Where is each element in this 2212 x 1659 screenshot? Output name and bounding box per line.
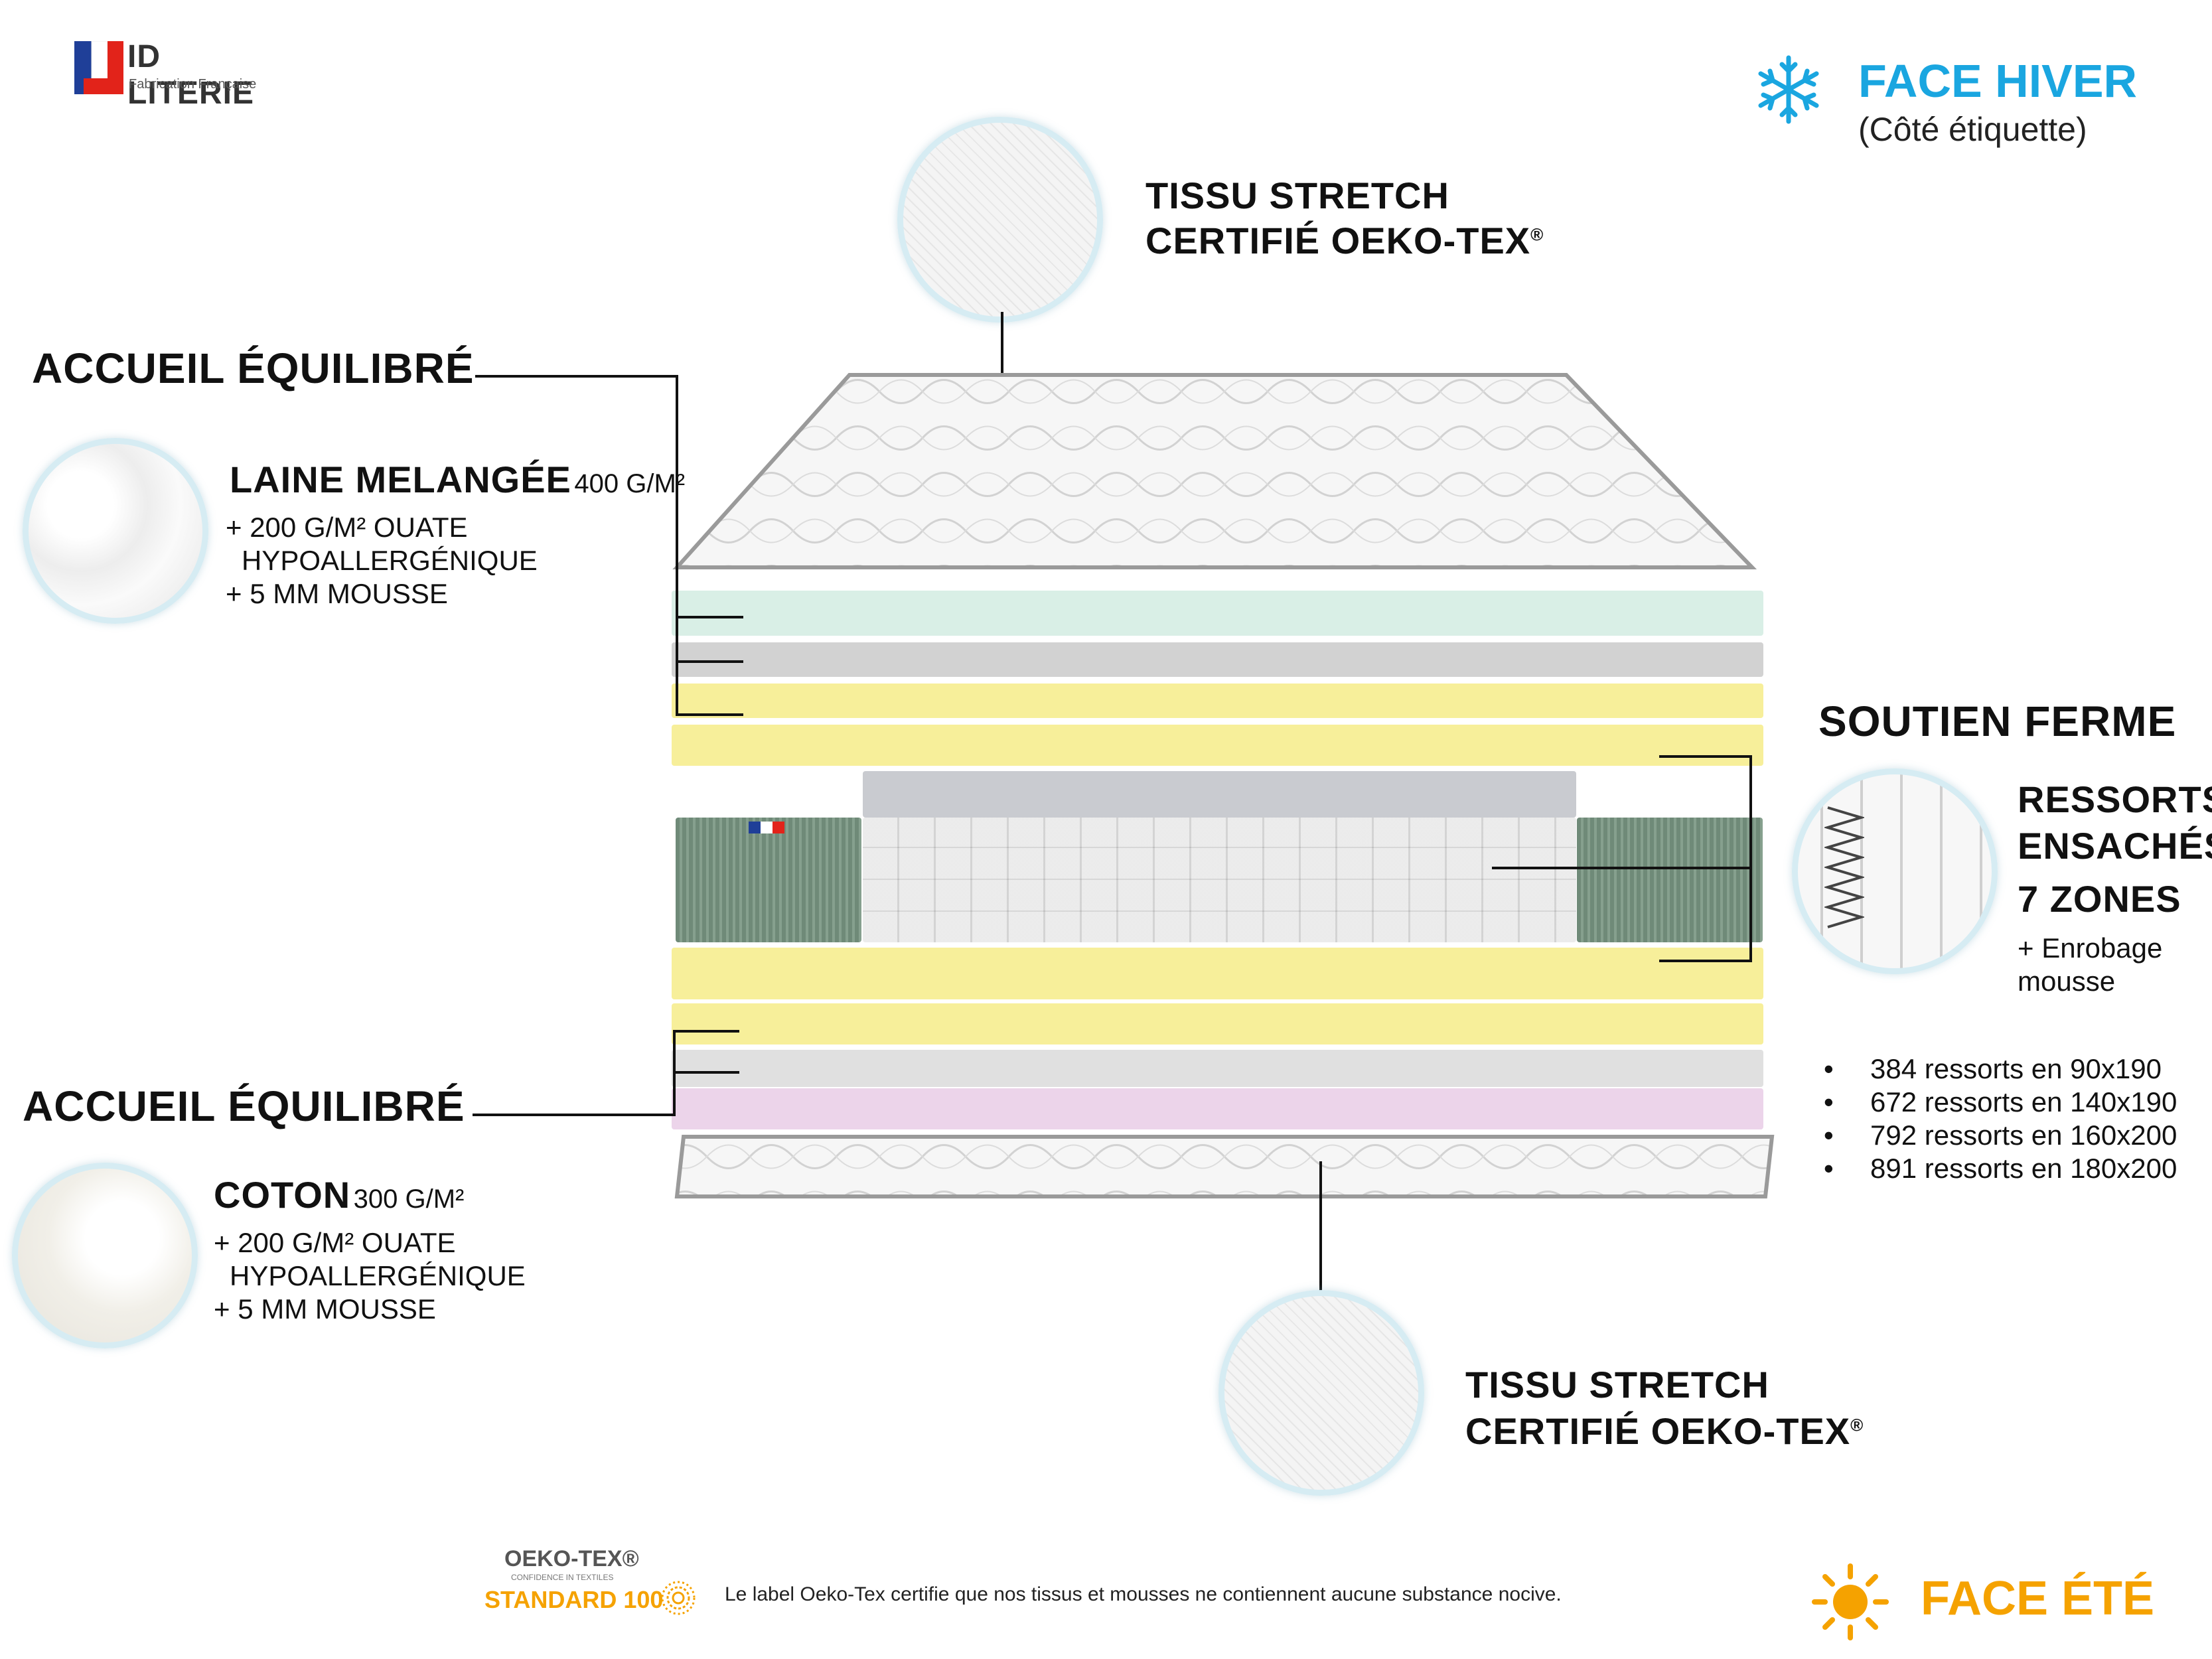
comfort-bottom-tick-2 — [673, 1071, 739, 1074]
oekotex-logo-top: OEKO-TEX® — [504, 1546, 639, 1571]
spring-core — [863, 818, 1576, 942]
spring-count-list: 384 ressorts en 90x190 672 ressorts en 1… — [1824, 1052, 2177, 1185]
layer-yellow-foam-2 — [672, 725, 1763, 766]
brand-tagline: Fabrication Française — [129, 77, 257, 92]
comfort-bottom-material: COTON — [214, 1174, 351, 1216]
top-fabric-line2: CERTIFIÉ OEKO-TEX® — [1145, 219, 1544, 262]
comfort-top-extra1: + 200 G/M² OUATE — [226, 512, 468, 543]
list-item: 891 ressorts en 180x200 — [1824, 1152, 2177, 1185]
face-hiver-title: FACE HIVER — [1858, 55, 2138, 107]
registered-mark: ® — [1530, 224, 1544, 245]
bottom-fabric-line1: TISSU STRETCH — [1465, 1364, 1769, 1406]
coil-spring-icon — [1824, 806, 1864, 928]
layer-grey-foam-bottom — [672, 1050, 1763, 1087]
bottom-fabric-line2-text: CERTIFIÉ OEKO-TEX — [1465, 1410, 1851, 1452]
comfort-bottom-extra3: + 5 MM MOUSSE — [214, 1293, 436, 1325]
side-panel-right — [1577, 818, 1763, 942]
pocket-springs-swatch — [1792, 768, 1998, 974]
oekotex-logo-bottom: STANDARD 100 — [484, 1586, 664, 1613]
comfort-bottom-weight: 300 G/M² — [353, 1185, 465, 1214]
comfort-top-leader-h — [475, 375, 678, 378]
support-line1: RESSORTS — [2018, 778, 2212, 820]
comfort-top-extra2: HYPOALLERGÉNIQUE — [242, 545, 538, 576]
core-top-grey — [863, 771, 1576, 818]
top-fabric-swatch — [897, 117, 1103, 323]
layer-green-foam — [672, 591, 1763, 636]
face-ete-title: FACE ÉTÉ — [1921, 1572, 2155, 1625]
comfort-top-extra3: + 5 MM MOUSSE — [226, 578, 448, 609]
comfort-top-weight: 400 G/M² — [574, 469, 686, 498]
bottom-fabric-line2: CERTIFIÉ OEKO-TEX® — [1465, 1409, 1864, 1453]
comfort-bottom-extra1: + 200 G/M² OUATE — [214, 1227, 456, 1258]
face-hiver-subtitle: (Côté étiquette) — [1858, 111, 2087, 148]
layer-yellow-foam-4 — [672, 1003, 1763, 1045]
oekotex-logo-small: CONFIDENCE IN TEXTILES — [511, 1573, 614, 1582]
oekotex-note: Le label Oeko-Tex certifie que nos tissu… — [725, 1583, 1562, 1605]
comfort-top-heading: ACCUEIL ÉQUILIBRÉ — [32, 344, 475, 392]
support-line2: ENSACHÉS — [2018, 825, 2212, 867]
support-leader-v — [1749, 755, 1752, 962]
comfort-top-tick-3 — [676, 713, 743, 716]
bottom-fabric-leader — [1319, 1161, 1322, 1301]
list-item: 384 ressorts en 90x190 — [1824, 1052, 2177, 1086]
brand-logo: ID LITERIE Fabrication Française — [74, 39, 287, 111]
support-leader-bot — [1659, 960, 1752, 962]
top-fabric-line1: TISSU STRETCH — [1145, 175, 1449, 216]
oekotex-logo: OEKO-TEX® CONFIDENCE IN TEXTILES STANDAR… — [484, 1546, 710, 1619]
cotton-swatch — [12, 1163, 198, 1348]
support-heading: SOUTIEN FERME — [1818, 697, 2177, 745]
comfort-top-material: LAINE MELANGÉE — [230, 459, 571, 500]
bottom-fabric-swatch — [1218, 1290, 1424, 1496]
support-line3: 7 ZONES — [2018, 878, 2181, 920]
top-fabric-line2-text: CERTIFIÉ OEKO-TEX — [1145, 220, 1531, 261]
france-flag-label — [749, 822, 784, 833]
support-leader-mid — [1492, 867, 1752, 869]
comfort-bottom-heading: ACCUEIL ÉQUILIBRÉ — [23, 1082, 465, 1130]
mattress-bottom-panel — [674, 1135, 1775, 1198]
comfort-top-tick-2 — [676, 660, 743, 663]
sun-icon — [1812, 1563, 1889, 1640]
comfort-top-leader-v — [676, 375, 678, 715]
comfort-bottom-extra2: HYPOALLERGÉNIQUE — [230, 1260, 526, 1291]
comfort-top-tick-1 — [676, 616, 743, 618]
registered-mark: ® — [1850, 1415, 1864, 1435]
wool-swatch — [23, 438, 208, 624]
support-leader-top — [1659, 755, 1752, 758]
support-extra2: mousse — [2018, 966, 2116, 997]
snowflake-icon — [1758, 55, 1819, 124]
layer-grey-foam-top — [672, 642, 1763, 677]
comfort-bottom-tick-1 — [673, 1030, 739, 1033]
france-flag-logo — [74, 41, 123, 94]
list-item: 792 ressorts en 160x200 — [1824, 1119, 2177, 1152]
comfort-bottom-leader-h — [473, 1114, 676, 1116]
layer-pink-foam — [672, 1088, 1763, 1129]
layer-yellow-foam-1 — [672, 684, 1763, 718]
mattress-top-panel — [672, 373, 1757, 569]
support-extra1: + Enrobage — [2018, 932, 2163, 964]
comfort-top-material-row: LAINE MELANGÉE 400 G/M² — [230, 458, 685, 501]
oekotex-flower-icon — [661, 1581, 696, 1615]
brand-name: ID LITERIE — [127, 39, 255, 111]
list-item: 672 ressorts en 140x190 — [1824, 1086, 2177, 1119]
layer-yellow-foam-3 — [672, 948, 1763, 999]
comfort-bottom-material-row: COTON 300 G/M² — [214, 1173, 464, 1216]
side-panel-left — [676, 818, 861, 942]
